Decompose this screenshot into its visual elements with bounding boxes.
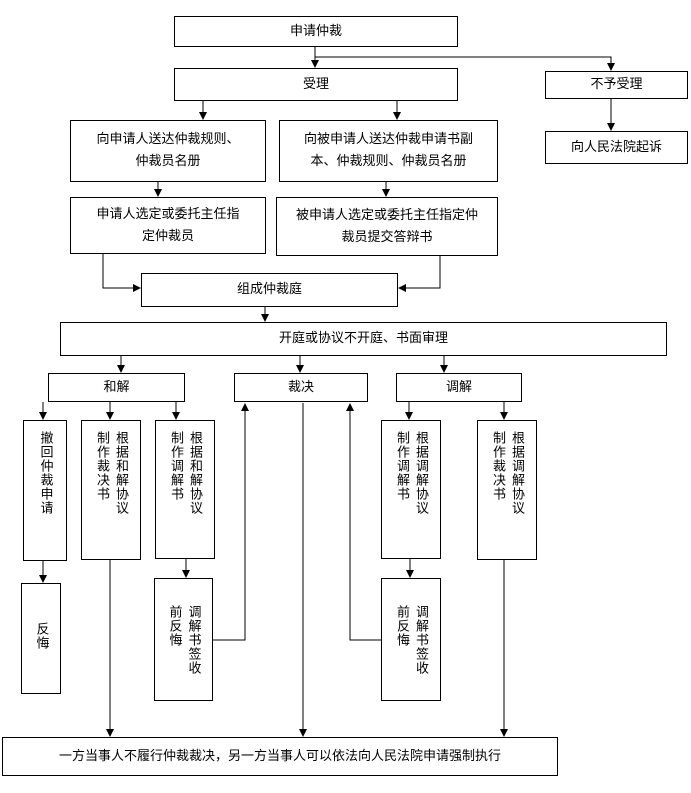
node-withdraw: 撤回仲裁申请 xyxy=(23,420,67,561)
node-applicant-choose: 申请人选定或委托主任指定仲裁员 xyxy=(70,197,266,254)
node-mediate: 调解 xyxy=(396,373,522,402)
node-form-tribunal: 组成仲裁庭 xyxy=(141,273,398,307)
node-mediation-award: 根据调解协议制作裁决书 xyxy=(477,420,537,560)
node-mediation-doc: 根据调解协议制作调解书 xyxy=(381,420,441,559)
node-send-applicant: 向申请人送达仲裁规则、仲裁员名册 xyxy=(70,120,266,182)
node-settle: 和解 xyxy=(48,373,185,402)
node-hearing: 开庭或协议不开庭、书面审理 xyxy=(60,322,667,356)
node-apply: 申请仲裁 xyxy=(174,16,458,47)
node-award: 裁决 xyxy=(234,373,368,402)
node-respondent-choose: 被申请人选定或委托主任指定仲裁员提交答辩书 xyxy=(276,197,498,256)
node-mediation-repent: 调解书签收前反悔 xyxy=(381,578,441,701)
node-accept: 受理 xyxy=(174,68,458,101)
node-repent: 反悔 xyxy=(21,583,61,694)
node-settle-repent: 调解书签收前反悔 xyxy=(154,578,213,701)
node-send-respondent: 向被申请人送达仲裁申请书副本、仲裁规则、仲裁员名册 xyxy=(279,120,498,182)
node-settle-award: 根据和解协议制作裁决书 xyxy=(81,420,141,560)
node-sue: 向人民法院起诉 xyxy=(545,131,688,164)
node-settle-mediation: 根据和解协议制作调解书 xyxy=(155,420,215,559)
node-enforce: 一方当事人不履行仲裁裁决，另一方当事人可以依法向人民法院申请强制执行 xyxy=(2,737,558,776)
node-reject: 不予受理 xyxy=(545,71,688,99)
